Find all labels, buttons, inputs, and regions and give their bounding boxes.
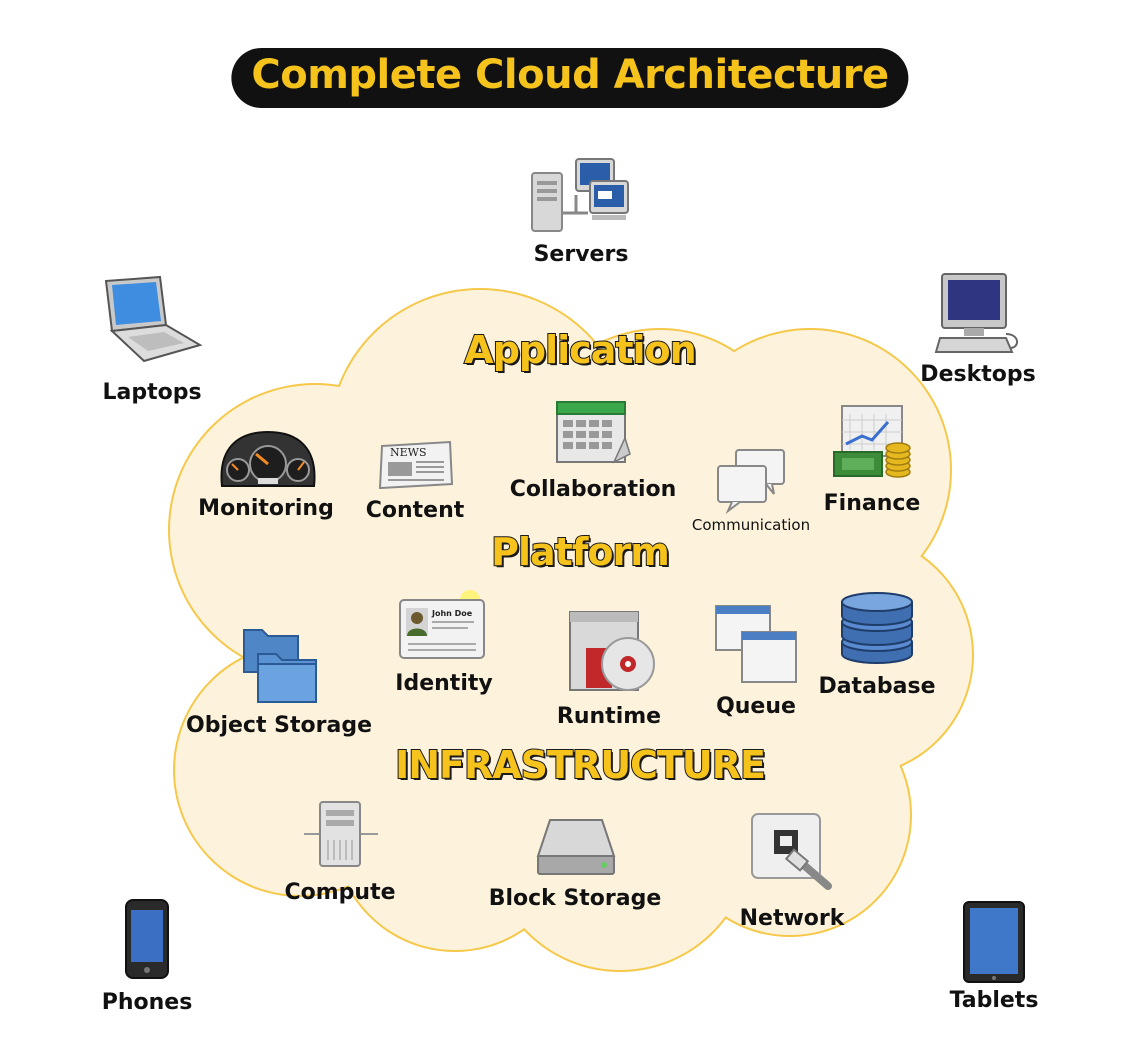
id-card-name: John Doe: [431, 609, 473, 618]
laptops-label: Laptops: [102, 380, 202, 405]
network-port-icon: [748, 810, 832, 890]
runtime-installer-icon: [566, 608, 658, 694]
compute-server-icon: [302, 800, 380, 868]
tablets-label: Tablets: [949, 988, 1039, 1013]
finance-label: Finance: [823, 491, 921, 516]
network-label: Network: [739, 906, 845, 931]
object-storage-label: Object Storage: [186, 713, 372, 738]
block-storage-label: Block Storage: [488, 886, 662, 911]
newspaper-icon: NEWS: [378, 440, 454, 490]
database-label: Database: [818, 674, 936, 699]
desktops-label: Desktops: [920, 362, 1036, 387]
compute-label: Compute: [284, 880, 396, 905]
page-title: Complete Cloud Architecture: [251, 52, 889, 98]
section-platform-heading: Platform: [490, 529, 671, 575]
servers-label: Servers: [533, 242, 629, 267]
hard-drive-icon: [536, 816, 616, 876]
queue-label: Queue: [716, 694, 796, 719]
database-icon: [838, 590, 916, 666]
section-infrastructure-heading: INFRASTRUCTURE: [394, 742, 767, 788]
content-label: Content: [365, 498, 465, 523]
servers-icon: [528, 155, 632, 233]
laptop-icon: [100, 275, 204, 367]
communication-label: Communication: [691, 516, 811, 534]
phone-icon: [124, 898, 170, 980]
phones-label: Phones: [101, 990, 193, 1015]
monitoring-icon: [218, 428, 318, 490]
queue-windows-icon: [714, 604, 800, 684]
identity-label: Identity: [395, 671, 493, 696]
chat-bubbles-icon: [714, 448, 788, 515]
newspaper-text: NEWS: [390, 446, 427, 459]
finance-chart-icon: [832, 404, 914, 480]
desktop-icon: [934, 272, 1022, 356]
collaboration-label: Collaboration: [509, 477, 677, 502]
folders-icon: [240, 624, 320, 704]
title-banner: Complete Cloud Architecture: [231, 48, 909, 108]
runtime-label: Runtime: [556, 704, 662, 729]
calendar-icon: [554, 398, 632, 466]
tablet-icon: [962, 900, 1026, 984]
id-card-icon: John Doe: [398, 588, 488, 660]
monitoring-label: Monitoring: [198, 496, 334, 521]
section-application-heading: Application: [463, 327, 697, 373]
